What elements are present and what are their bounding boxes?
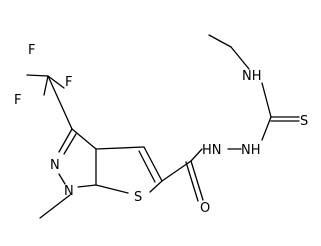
fluorine-top-right-label: F	[65, 75, 72, 90]
fluorine-top-left-label: F	[28, 43, 35, 58]
atom-labels: F F F N N S O HN NH NH S	[14, 43, 308, 216]
bond-pyrazole-c3-n2-double	[63, 133, 77, 155]
bond-pyrazole-n1-c7a	[77, 184, 97, 188]
molecule-diagram: F F F N N S O HN NH NH S	[14, 34, 308, 219]
bonds	[26, 34, 300, 219]
pyrazole-nitrogen-label: N	[50, 158, 60, 173]
structure-drawing: F F F N N S O HN NH NH S	[14, 34, 308, 219]
hydrazide-nh-right-label: NH	[241, 143, 261, 158]
bond-carbonyl-oxygen	[190, 160, 204, 201]
bond-thiophene-c5-s	[149, 180, 163, 193]
bond-ethyl-ch2-ch3	[208, 34, 232, 48]
bond-thiophene-c4-c5-double	[138, 150, 156, 183]
bond-thiophene-c4-c5	[143, 146, 163, 182]
bond-carbonyl-oxygen-double	[185, 161, 199, 202]
bond-thiophene-s-c7a	[95, 184, 129, 194]
bond-nh-thiocarbonyl	[261, 116, 272, 141]
bond-nh-ethyl	[230, 46, 250, 70]
bond-pyrazole-c3a-c3	[71, 128, 97, 150]
bond-cf3-f-top-right	[47, 75, 65, 89]
bond-thiocarbonyl-nh	[261, 82, 272, 118]
bond-thiophene-c3a-c4	[95, 146, 145, 150]
hydrazide-nh-left-label: HN	[202, 143, 222, 158]
ethyl-nh-label: NH	[242, 69, 262, 84]
bond-pyrazole-c3-n2	[58, 128, 73, 153]
bond-cf3-f-top-left	[43, 75, 49, 96]
fluorine-left-label: F	[14, 93, 21, 108]
bond-pyrazole-n2-n1	[58, 173, 66, 185]
carbonyl-oxygen-label: O	[200, 201, 210, 216]
bond-carbonyl-nh	[190, 148, 203, 162]
thiocarbonyl-sulfur-label: S	[300, 114, 308, 129]
bond-n-methyl	[39, 194, 71, 219]
methyl-nitrogen-label: N	[64, 184, 74, 199]
bond-cf3-to-ring	[47, 75, 73, 130]
thiophene-sulfur-label: S	[134, 190, 142, 205]
bond-cf3-f-left	[26, 74, 49, 77]
